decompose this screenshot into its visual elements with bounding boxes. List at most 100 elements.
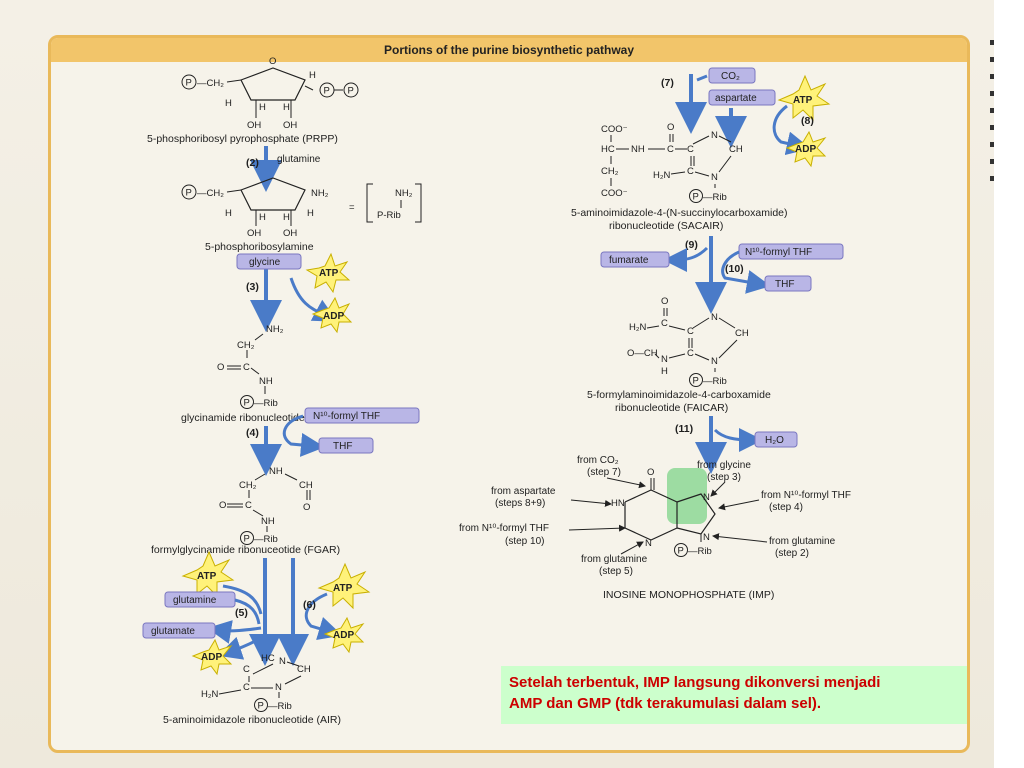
imp-step2: (step 2) [775,548,809,559]
step3-glycine-pill [236,253,302,270]
prpp-ring-o: O [269,56,276,67]
air-n: N [279,656,286,667]
air-c2: C [243,682,250,693]
sacair-ch2: CH₂ [601,166,619,177]
imp-step5: (step 5) [599,566,633,577]
prpp-h4: H [283,102,290,113]
step3-num: (3) [246,281,259,293]
side-marks [990,40,996,193]
fgar-o1: O [219,500,226,511]
imp-steps89: (steps 8+9) [495,498,545,509]
step8-atp: ATP [793,95,813,106]
step5-adp-arrow [217,636,262,660]
sacair-structure: COO⁻ O HC NH C C N CH CH₂ H₂N C N [571,122,788,232]
step2-num: (2) [246,157,259,169]
imp-step3: (step 3) [707,472,741,483]
step8-atp-star [777,74,831,122]
step5-num: (5) [235,607,248,619]
imp-n3: N [703,532,710,543]
faicar-rib: —Rib [703,376,727,387]
imp-from-asp: from aspartate [491,486,556,497]
air-c: C [243,664,250,675]
sacair-coo1: COO⁻ [601,124,628,135]
faicar-hn: N [661,354,668,365]
step5-atp: ATP [197,571,217,582]
imp-n1: N [703,492,710,503]
step4-formyl: N¹⁰-formyl THF [313,411,380,422]
faicar-n2: N [711,356,718,367]
imp-highlight [667,468,707,524]
step5-glutamate-pill [142,622,216,639]
step4-thf: THF [333,441,352,452]
fgar-nh2: NH [261,516,275,527]
step6-adp: ADP [333,630,354,641]
step7-co2: CO₂ [721,71,740,82]
prpp-oh1: OH [247,120,261,131]
sacair-o: O [667,122,674,133]
air-p: P [258,701,264,712]
fgar-ch2: CH₂ [239,480,257,491]
pra-h2: H [259,212,266,223]
step5-gln-arrow [234,598,261,625]
pathway-diagram: P —CH₂ O H H H H OH OH P P 5-phosphoribo… [142,56,851,726]
faicar-c: C [661,318,668,329]
air-name: 5-aminoimidazole ribonucleotide (AIR) [163,714,341,726]
faicar-p: P [693,376,699,387]
step10-thf-pill [764,275,812,292]
imp-hn: HN [611,498,625,509]
gar-structure: NH₂ CH₂ O C NH P —Rib glycinamide ribonu… [181,324,337,424]
gar-o: O [217,362,224,373]
prpp-h2: H [225,98,232,109]
sacair-coo2: COO⁻ [601,188,628,199]
step5-glu-arrow [207,620,262,644]
note-line1: Setelah terbentuk, IMP langsung dikonver… [509,674,881,691]
imp-step10: (step 10) [505,536,544,547]
step8-adp: ADP [795,144,816,155]
prpp-p-label: P [186,78,192,89]
fgar-structure: NH CH₂ CH O C NH O P —Rib formylglycinam… [151,466,340,556]
step8-aspartate-pill [708,89,776,106]
step6-num: (6) [303,599,316,611]
step8-adp-star [785,130,827,168]
sacair-c: C [667,144,674,155]
step11-num: (11) [675,423,693,435]
step7-co2-arrow [696,74,708,82]
air-rib: —Rib [268,701,292,712]
step5-atp-arrow [222,584,263,615]
sacair-rib: —Rib [703,192,727,203]
step5-glutamine-pill [164,591,236,608]
prpp-h3: H [259,102,266,113]
prpp-p1: P [324,86,330,97]
step11-water-arrow [713,427,763,452]
imp-n2: N [645,538,652,549]
prpp-ch2: —CH₂ [197,78,224,89]
prpp-name: 5-phosphoribosyl pyrophosphate (PRPP) [147,133,338,145]
phosphoribosylamine-structure: P —CH₂ NH₂ H H H H OH OH = NH₂ P-Rib 5-p… [181,177,422,253]
imp-step4: (step 4) [769,502,803,513]
pra-eq: = [349,202,355,213]
faicar-ch: CH [735,328,749,339]
step5-atp-star [181,550,235,598]
imp-structure: from CO₂ (step 7) from glycine (step 3) … [459,455,851,601]
air-ch: CH [297,664,311,675]
sacair-p: P [693,192,699,203]
sacair-nh: NH [631,144,645,155]
step10-formyl: N¹⁰-formyl THF [745,247,812,258]
step7-num: (7) [661,77,674,89]
step4-thf-pill [318,437,374,454]
imp-from-co2: from CO₂ [577,455,619,466]
faicar-och: O—CH [627,348,658,359]
air-structure: HC C N CH H₂N C N P —Rib 5-aminoimidazol… [163,653,341,726]
step5-adp-star [191,638,233,676]
faicar-structure: O H₂N C C N CH O—CH C N H N P [587,296,771,414]
pra-h4: H [307,208,314,219]
gar-c: C [243,362,250,373]
sacair-name1: 5-aminoimidazole-4-(N-succinylocarboxami… [571,207,788,219]
faicar-name1: 5-formylaminoimidazole-4-carboxamide [587,389,771,401]
step10-formyl-pill [738,243,844,260]
gar-nh: NH [259,376,273,387]
sacair-c2: C [687,144,694,155]
air-n2: N [275,682,282,693]
faicar-name2: ribonucleotide (FAICAR) [615,402,728,414]
fgar-o2: O [303,502,310,513]
